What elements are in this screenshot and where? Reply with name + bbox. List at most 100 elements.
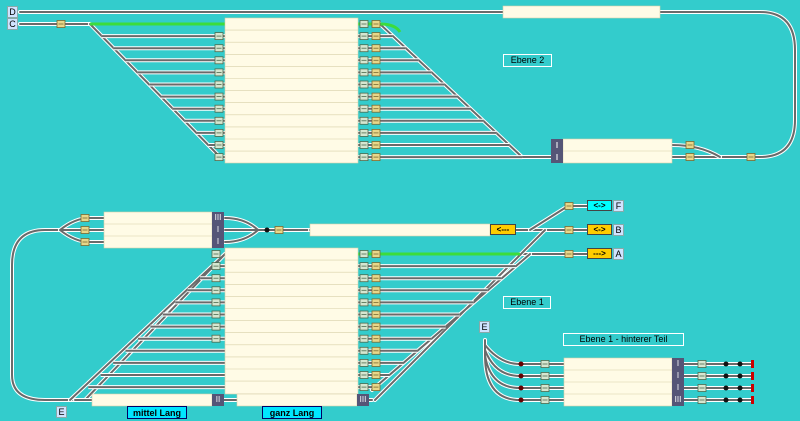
level-1-rear-sensors — [518, 360, 754, 404]
signal-mark-rear-1a: I — [676, 359, 680, 368]
direction-button-b[interactable]: <-> — [587, 224, 612, 235]
connector-c[interactable]: C — [7, 18, 18, 30]
level-2-sensor-right-a — [359, 56, 369, 65]
rear-contact — [723, 397, 729, 403]
level-2-sensor-right-b — [371, 128, 381, 137]
level-2-sensor-right-a — [359, 128, 369, 137]
level-1-sensor-right-a — [359, 262, 369, 271]
level-2-sensor-right-b — [371, 104, 381, 113]
rear-contact — [723, 361, 729, 367]
level-2-sensor-right-a — [359, 80, 369, 89]
level-2-sensor-left — [214, 116, 224, 125]
level-1-rear-sensor-in — [540, 384, 550, 392]
loop-d-block-panel[interactable] — [502, 5, 661, 19]
level-1-sensor-right-a — [359, 383, 369, 392]
level-2-label: Ebene 2 — [503, 54, 552, 67]
level-2-sensor-right-b — [371, 153, 381, 162]
level-1-sensor-left — [211, 274, 221, 283]
level-1-sensor-left — [211, 286, 221, 295]
level-1-sensor-right-b — [371, 298, 381, 307]
level-1-sensor-right-a — [359, 322, 369, 331]
level-2-sensor-left — [214, 44, 224, 53]
signal-mark-upper-1b: I — [216, 237, 220, 246]
siding-mittel-panel[interactable] — [91, 393, 213, 407]
direction-button-main[interactable]: <--- — [490, 224, 516, 235]
level-1-sensor-left — [211, 334, 221, 343]
level-1-rear-signals[interactable] — [672, 358, 684, 406]
level-1-sensor-right-a — [359, 298, 369, 307]
level-1-upper-left-signals[interactable] — [212, 212, 224, 248]
rear-contact — [723, 373, 729, 379]
level-1-rear-sensor-in — [540, 360, 550, 368]
level-1-rear-sensor-out — [697, 360, 707, 368]
connector-a[interactable]: A — [613, 248, 624, 260]
level-2-sensor-right-b — [371, 141, 381, 149]
level-1-rear-label: Ebene 1 - hinterer Teil — [563, 333, 684, 346]
level-2-sensor-right-a — [359, 141, 369, 149]
level-2-sensor-right-a — [359, 153, 369, 162]
level-1-sensors — [211, 250, 381, 392]
siding-mittel-signal[interactable] — [212, 394, 224, 406]
level-2-sensor-right-a — [359, 116, 369, 125]
siding-ganz-signal[interactable] — [357, 394, 369, 406]
level-2-sensor-left — [214, 68, 224, 77]
level-1-sensor-left — [211, 262, 221, 271]
siding-ganz-panel[interactable] — [236, 393, 358, 407]
level-1-sensor-right-b — [371, 274, 381, 283]
signal-mark-upper-1a: I — [216, 225, 220, 234]
connector-f[interactable]: F — [613, 200, 624, 212]
level-1-sensor-right-b — [371, 383, 381, 392]
level-1-label: Ebene 1 — [503, 296, 551, 309]
level-1-siding-panel[interactable] — [224, 247, 359, 395]
level-1-sensor-right-a — [359, 358, 369, 367]
level-2-sensor-left — [214, 104, 224, 113]
buffer-stop-icon — [751, 396, 754, 404]
connector-e-left[interactable]: E — [56, 406, 67, 418]
level-1-rear-sensor-out — [697, 372, 707, 380]
level-2-sensor-left — [214, 141, 224, 149]
rear-contact — [737, 397, 743, 403]
level-1-rear-sensor-in — [540, 372, 550, 380]
signal-mark-rear-1c: I — [676, 383, 680, 392]
level-1-sensor-left — [211, 322, 221, 331]
rear-contact — [518, 385, 524, 391]
rear-contact — [518, 361, 524, 367]
level-2-sensor-right-b — [371, 92, 381, 101]
level-1-panel-rows — [225, 259, 358, 382]
direction-button-f[interactable]: <-> — [587, 200, 612, 211]
rear-contact — [723, 385, 729, 391]
level-2-sensor-right-b — [371, 116, 381, 125]
level-2-exit-signal[interactable] — [551, 139, 563, 163]
signal-mark-rear-3: III — [674, 395, 682, 404]
level-1-sensor-right-b — [371, 322, 381, 331]
level-2-sensor-right-a — [359, 32, 369, 40]
level-2-sensor-right-b — [371, 20, 381, 28]
level-1-sensor-right-b — [371, 371, 381, 379]
connector-d[interactable]: D — [7, 6, 18, 18]
level-1-rear-sensor-in — [540, 396, 550, 404]
rear-contact — [737, 385, 743, 391]
level-1-sensor-right-a — [359, 250, 369, 258]
level-2-sensor-right-b — [371, 68, 381, 77]
level-1-upper-left-panel[interactable] — [103, 211, 213, 249]
connector-e-rear[interactable]: E — [479, 321, 490, 333]
level-1-sensor-left — [211, 298, 221, 307]
level-2-sensor-left — [214, 92, 224, 101]
rear-contact — [518, 373, 524, 379]
level-1-sensor-right-b — [371, 310, 381, 319]
level-1-sensor-right-b — [371, 334, 381, 343]
direction-button-a[interactable]: ---> — [587, 248, 612, 259]
level-1-sensor-right-b — [371, 346, 381, 355]
level-2-sensor-right-a — [359, 68, 369, 77]
level-2-sensor-right-b — [371, 80, 381, 89]
siding-mittel-label: mittel Lang — [127, 406, 187, 419]
buffer-stop-icon — [751, 372, 754, 380]
level-2-sensors — [214, 20, 381, 162]
level-1-rear-sensor-out — [697, 396, 707, 404]
rear-contact — [737, 373, 743, 379]
siding-ganz-label: ganz Lang — [262, 406, 322, 419]
level-2-sensor-right-a — [359, 44, 369, 53]
level-1-main-block-panel[interactable] — [309, 223, 491, 237]
connector-b[interactable]: B — [613, 224, 624, 236]
